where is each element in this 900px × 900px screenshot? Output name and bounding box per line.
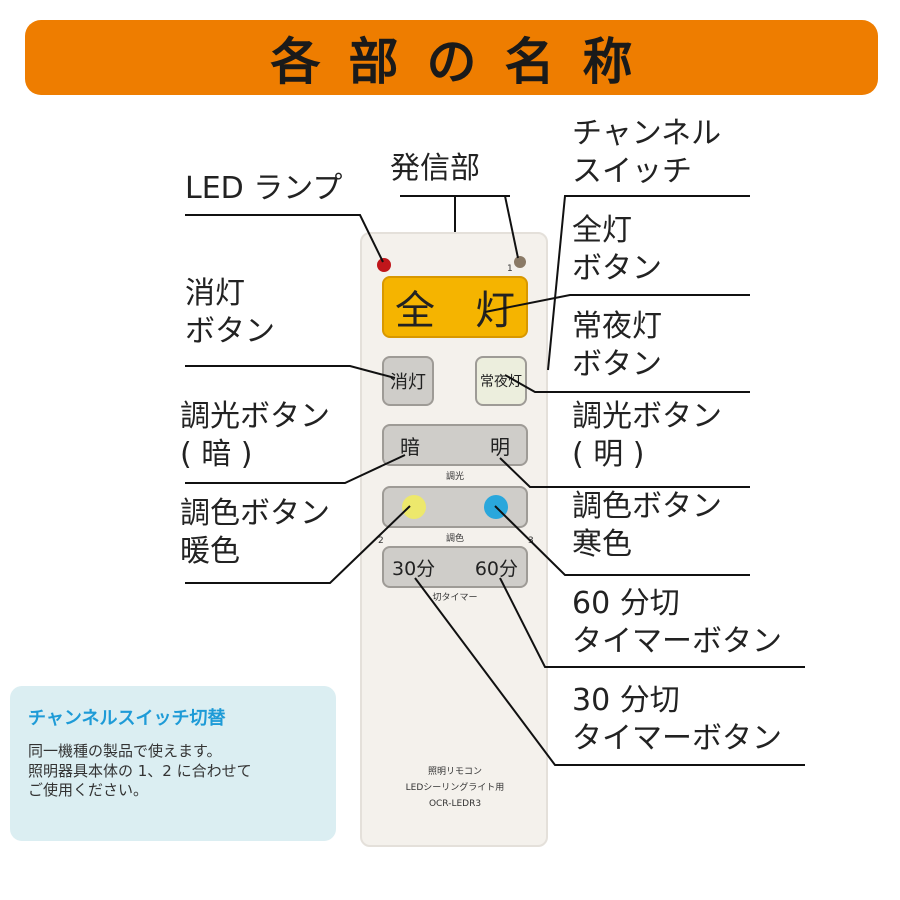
label-dim-dark: 調光ボタン ( 暗 )	[180, 399, 330, 472]
label-cool: 調色ボタン 寒色	[572, 489, 722, 562]
channel-mark-1: 1	[507, 264, 513, 274]
color-button[interactable]	[382, 486, 528, 528]
dim-bright-label: 明	[490, 434, 510, 459]
led-lamp	[377, 258, 391, 272]
color-group-label: 調色	[445, 534, 464, 544]
label-dim-bright: 調光ボタン ( 明 )	[572, 399, 722, 472]
full-light-button[interactable]: 全 灯	[382, 276, 528, 338]
label-night: 常夜灯 ボタン	[572, 309, 662, 382]
product-line-2: LEDシーリングライト用	[405, 783, 505, 794]
product-model: OCR-LEDR3	[428, 799, 482, 810]
title-banner: 各部の名称	[25, 20, 878, 95]
label-channel-switch: チャンネル スイッチ	[572, 116, 722, 189]
label-timer30: 30 分切 タイマーボタン	[572, 683, 782, 756]
off-label: 消灯	[390, 372, 426, 393]
dimmer-group-label: 調光	[445, 472, 464, 482]
warm-color-dot[interactable]	[402, 495, 426, 519]
dim-dark-label: 暗	[400, 434, 420, 459]
label-warm: 調色ボタン 暖色	[180, 496, 330, 569]
label-led-lamp: LED ランプ	[185, 171, 343, 206]
timer-60-label: 60分	[474, 557, 518, 580]
label-transmitter: 発信部	[390, 151, 480, 186]
dimmer-button[interactable]: 暗明	[382, 424, 528, 466]
page-title: 各部の名称	[270, 32, 661, 91]
label-full-light: 全灯 ボタン	[572, 213, 662, 286]
label-off: 消灯 ボタン	[185, 276, 275, 349]
timer-button[interactable]: 30分 60分	[382, 546, 528, 588]
off-button[interactable]: 消灯	[382, 356, 434, 406]
channel-mark-2: 2	[378, 536, 384, 546]
note-title: チャンネルスイッチ切替	[28, 708, 226, 729]
product-line-1: 照明リモコン	[427, 767, 482, 777]
channel-note: チャンネルスイッチ切替 同一機種の製品で使えます。 照明器具本体の 1、2 に合…	[10, 686, 336, 841]
timer-30-label: 30分	[392, 557, 436, 580]
product-name: 照明リモコン LEDシーリングライト用 OCR-LEDR3	[362, 764, 548, 813]
timer-group-label: 切タイマー	[432, 593, 478, 603]
transmitter	[514, 256, 526, 268]
label-timer60: 60 分切 タイマーボタン	[572, 586, 782, 659]
note-body: 同一機種の製品で使えます。 照明器具本体の 1、2 に合わせて ご使用ください。	[28, 742, 252, 799]
